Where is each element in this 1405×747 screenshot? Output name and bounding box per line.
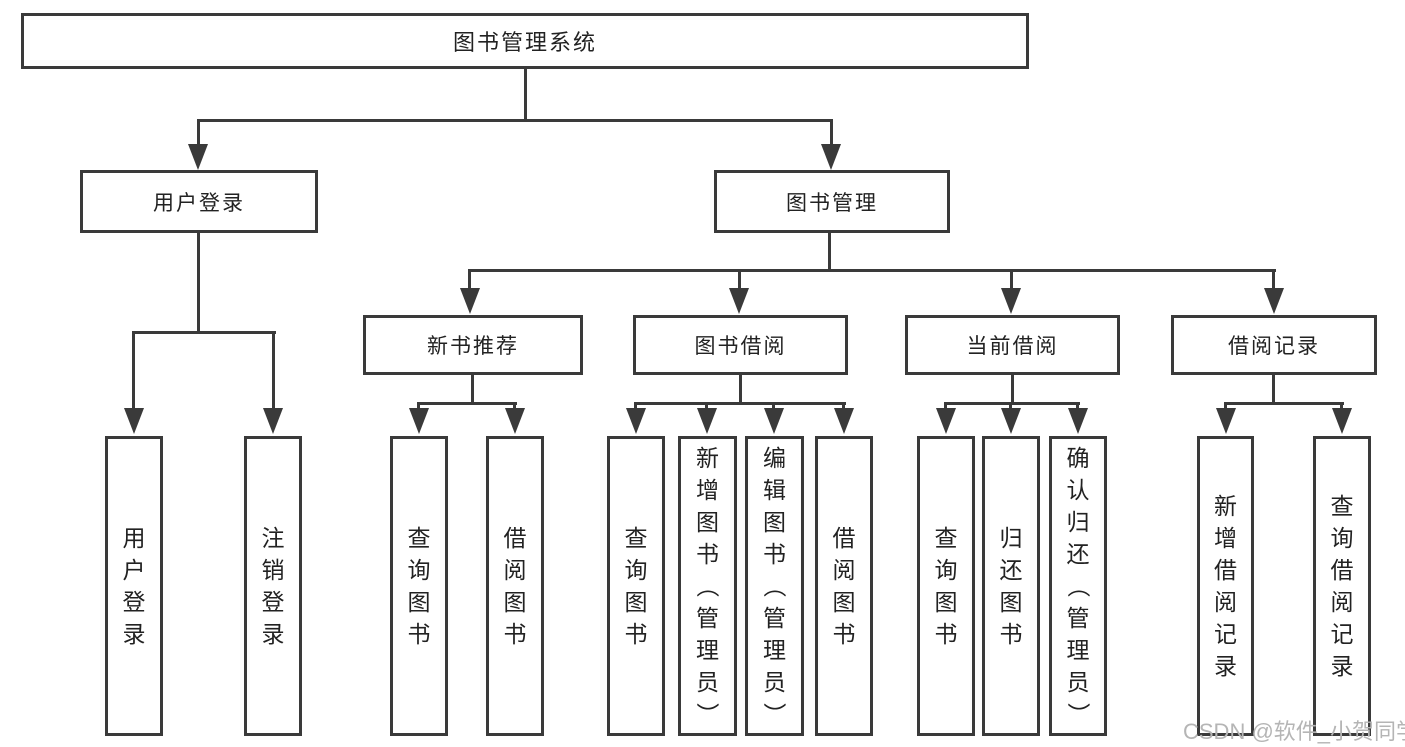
connector-stem-current-borrow xyxy=(1010,269,1013,289)
leaf-confirm-return-admin: 确认归还（管理员） xyxy=(1049,436,1107,736)
arrow-to-leaf xyxy=(1001,408,1021,434)
connector-new-books-trunk xyxy=(471,375,474,404)
arrow-to-book-management xyxy=(821,144,841,170)
leaf-logout: 注销登录 xyxy=(244,436,302,736)
connector-level3-distributor xyxy=(469,269,1276,272)
arrow-to-login xyxy=(124,408,144,434)
connector-stem xyxy=(772,402,775,412)
leaf-borrow-books: 借阅图书 xyxy=(815,436,873,736)
connector-book-borrow-distributor xyxy=(634,402,846,405)
arrow-to-leaf xyxy=(626,408,646,434)
connector-stem-new-books xyxy=(468,269,471,289)
connector-stem-logout xyxy=(272,331,275,410)
arrow-to-book-borrow xyxy=(729,288,749,314)
connector-stem xyxy=(1009,402,1012,412)
leaf-query-books: 查询图书 xyxy=(390,436,448,736)
connector-current-borrow-distributor xyxy=(944,402,1080,405)
connector-stem xyxy=(1224,402,1227,412)
node-user-login: 用户登录 xyxy=(80,170,318,233)
connector-stem-borrow-records xyxy=(1272,269,1275,289)
leaf-user-login: 用户登录 xyxy=(105,436,163,736)
connector-stem xyxy=(513,402,516,412)
node-book-management: 图书管理 xyxy=(714,170,950,233)
connector-stem xyxy=(842,402,845,412)
connector-stem xyxy=(417,402,420,412)
connector-root-trunk xyxy=(524,68,527,121)
node-current-borrowing: 当前借阅 xyxy=(905,315,1120,375)
connector-stem-book-borrow xyxy=(738,269,741,289)
node-library-management-system: 图书管理系统 xyxy=(21,13,1029,69)
arrow-to-current-borrow xyxy=(1001,288,1021,314)
arrow-to-logout xyxy=(263,408,283,434)
leaf-add-borrow-record: 新增借阅记录 xyxy=(1197,436,1254,736)
leaf-query-books: 查询图书 xyxy=(917,436,975,736)
leaf-return-books: 归还图书 xyxy=(982,436,1040,736)
connector-borrow-records-trunk xyxy=(1272,375,1275,404)
connector-user-login-distributor xyxy=(132,331,276,334)
connector-borrow-records-distributor xyxy=(1224,402,1344,405)
leaf-query-borrow-record: 查询借阅记录 xyxy=(1313,436,1371,736)
connector-user-login-trunk xyxy=(197,233,200,334)
arrow-to-new-books xyxy=(460,288,480,314)
arrow-to-leaf xyxy=(1216,408,1236,434)
connector-stem xyxy=(944,402,947,412)
arrow-to-leaf xyxy=(936,408,956,434)
connector-stem-login xyxy=(132,331,135,410)
connector-stem xyxy=(634,402,637,412)
connector-stem xyxy=(1076,402,1079,412)
node-book-borrowing: 图书借阅 xyxy=(633,315,848,375)
leaf-borrow-books: 借阅图书 xyxy=(486,436,544,736)
connector-stem-book-management xyxy=(830,119,833,147)
connector-current-borrow-trunk xyxy=(1011,375,1014,404)
leaf-query-books: 查询图书 xyxy=(607,436,665,736)
arrow-to-leaf xyxy=(764,408,784,434)
arrow-to-leaf xyxy=(697,408,717,434)
connector-stem xyxy=(705,402,708,412)
connector-stem-user-login xyxy=(197,119,200,147)
arrow-to-user-login xyxy=(188,144,208,170)
arrow-to-leaf xyxy=(409,408,429,434)
arrow-to-leaf xyxy=(834,408,854,434)
node-borrowing-records: 借阅记录 xyxy=(1171,315,1377,375)
connector-stem xyxy=(1340,402,1343,412)
csdn-watermark: CSDN @软件_小贺同学 xyxy=(1183,719,1405,744)
arrow-to-borrow-records xyxy=(1264,288,1284,314)
leaf-edit-books-admin: 编辑图书（管理员） xyxy=(745,436,804,736)
connector-level2-distributor xyxy=(197,119,833,122)
connector-new-books-distributor xyxy=(417,402,517,405)
connector-book-borrow-trunk xyxy=(739,375,742,404)
connector-book-management-trunk xyxy=(828,233,831,271)
leaf-add-books-admin: 新增图书（管理员） xyxy=(678,436,737,736)
node-new-book-recommend: 新书推荐 xyxy=(363,315,583,375)
arrow-to-leaf xyxy=(1332,408,1352,434)
arrow-to-leaf xyxy=(1068,408,1088,434)
arrow-to-leaf xyxy=(505,408,525,434)
